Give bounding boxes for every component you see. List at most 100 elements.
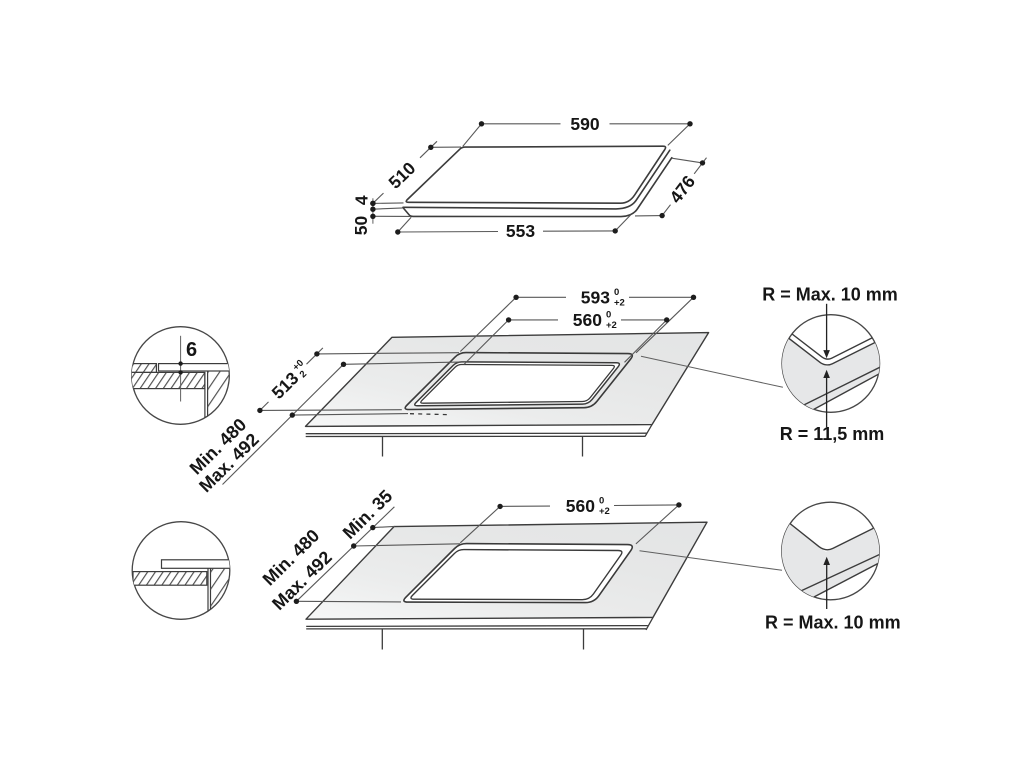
- recess-outer-edge: [404, 351, 634, 411]
- dim-560-flush-tol-bottom: +2: [606, 320, 617, 331]
- flush-corner-inner-line: [782, 331, 879, 366]
- dimension-endpoint-dot: [505, 317, 512, 323]
- dimension-line: [343, 361, 467, 365]
- dim-560-overlay: 560 0 +2: [459, 496, 682, 545]
- dimension-line: [372, 525, 395, 529]
- dimension-endpoint-dot: [497, 503, 503, 510]
- overlay-corner-wall-line-1: [793, 551, 880, 595]
- glass-section-overlay: [160, 559, 230, 569]
- overlay-section-detail: [131, 521, 231, 620]
- dimension-line: [614, 214, 632, 232]
- drawing-line: [644, 424, 653, 437]
- dim-593-tol-bottom: +2: [614, 298, 625, 309]
- dimension-line: [459, 505, 501, 544]
- dim-560-flush: 560 0 +2: [463, 310, 670, 365]
- dim-476-label: 476: [665, 171, 699, 207]
- dimension-line: [671, 157, 703, 164]
- dimension-line: [316, 352, 460, 355]
- leader-overlay-corner-detail: [639, 550, 783, 571]
- dimension-line: [296, 600, 402, 603]
- dimension-endpoint-dot: [257, 407, 263, 414]
- flush-corner-detail: R = Max. 10 mm R = 11,5 mm: [762, 285, 898, 445]
- overlay-corner-detail: R = Max. 10 mm: [765, 501, 901, 633]
- dim-560-overlay-tol-bottom: +2: [599, 506, 610, 517]
- dimension-line: [372, 202, 404, 204]
- dimension-endpoint-dot: [513, 294, 519, 300]
- dimension-endpoint-dot: [687, 121, 693, 127]
- dim-4-50: 4 50: [351, 195, 411, 235]
- flush-view: 593 0 +2 560 0 +2 513 +0: [131, 285, 898, 496]
- dimension-line: [613, 504, 679, 507]
- radius-top-arrowhead: [823, 350, 830, 359]
- dimension-endpoint-dot: [178, 370, 183, 375]
- dim-553-label: 553: [506, 221, 535, 241]
- dimension-line: [296, 506, 395, 602]
- dimension-endpoint-dot: [428, 144, 434, 150]
- dimension-endpoint-dot: [395, 229, 401, 235]
- cutout-inner-overlay: [410, 548, 623, 601]
- dim-560-flush-label: 560: [573, 310, 602, 330]
- worktop-section-lower: [131, 371, 206, 390]
- flush-corner-ledge-line-2: [805, 370, 880, 413]
- dimension-endpoint-dot: [690, 294, 697, 300]
- cutout-outer-overlay: [403, 542, 634, 604]
- dimension-line: [463, 319, 509, 365]
- top-view: 590 510 4 50: [351, 114, 707, 241]
- dim-50-label: 50: [351, 216, 371, 236]
- drawing-line: [305, 432, 647, 435]
- flush-corner-ledge-line-1: [795, 364, 880, 410]
- dimension-line: [462, 123, 482, 147]
- glass-section-flush: [157, 363, 230, 372]
- overlay-view: 560 0 +2 Min. 35 Min. 480 Max. 492: [131, 486, 901, 650]
- dimension-endpoint-dot: [676, 502, 682, 508]
- flush-corner-content: [782, 326, 880, 413]
- dim-513-tol-bottom: 2: [298, 369, 309, 381]
- dimension-endpoint-dot: [351, 543, 357, 549]
- dimension-line: [372, 207, 404, 210]
- flush-corner-outer-line: [782, 326, 878, 360]
- flush-section-detail: 6: [131, 326, 230, 425]
- overlay-section-content: [132, 559, 230, 614]
- dimension-line: [353, 543, 461, 547]
- dimension-endpoint-dot: [289, 412, 295, 418]
- dimension-line: [397, 216, 412, 233]
- dim-593-label: 593: [581, 287, 610, 307]
- dimension-endpoint-dot: [612, 228, 618, 234]
- dim-560-overlay-tol-top: 0: [599, 496, 604, 507]
- flush-corner-gray: [782, 328, 880, 413]
- hob-top-outline: [405, 145, 667, 204]
- leader-flush-corner-detail: [640, 355, 784, 388]
- dimension-endpoint-dot: [314, 351, 320, 357]
- dimension-line: [624, 319, 668, 363]
- worktop-front-face-overlay: [306, 617, 654, 631]
- radius-overlay-label: R = Max. 10 mm: [765, 613, 901, 633]
- dim-510-label: 510: [384, 158, 419, 193]
- dim-590: 590: [462, 114, 693, 147]
- overlay-corner-wall-line-2: [803, 559, 880, 600]
- dimension-endpoint-dot: [478, 121, 485, 127]
- dim-560-flush-tol-top: 0: [606, 310, 611, 321]
- radius-top-label: R = Max. 10 mm: [762, 285, 898, 305]
- dimension-line: [397, 230, 499, 233]
- dimension-line: [635, 296, 694, 354]
- dim-560-overlay-label: 560: [566, 496, 595, 516]
- dimension-line: [292, 413, 409, 416]
- radius-bottom-arrowhead: [823, 369, 830, 378]
- dimension-endpoint-dot: [293, 598, 300, 604]
- dim-4-label: 4: [352, 195, 372, 205]
- dimension-line: [459, 296, 517, 352]
- worktop-front-face: [305, 424, 653, 438]
- dimension-endpoint-dot: [178, 361, 183, 366]
- dimension-line: [291, 363, 344, 416]
- drawing-line: [306, 624, 648, 628]
- dimension-endpoint-dot: [370, 206, 376, 212]
- hob-glass-edge: [402, 149, 671, 210]
- dimension-line: [259, 409, 402, 411]
- dim-513-label-group: 513 +0 2: [268, 358, 309, 403]
- dim-593-tol-top: 0: [614, 287, 619, 298]
- overlay-corner-content: [781, 515, 880, 600]
- dimension-endpoint-dot: [340, 361, 347, 367]
- radius-overlay-arrowhead: [823, 556, 830, 565]
- dimension-line: [409, 413, 448, 416]
